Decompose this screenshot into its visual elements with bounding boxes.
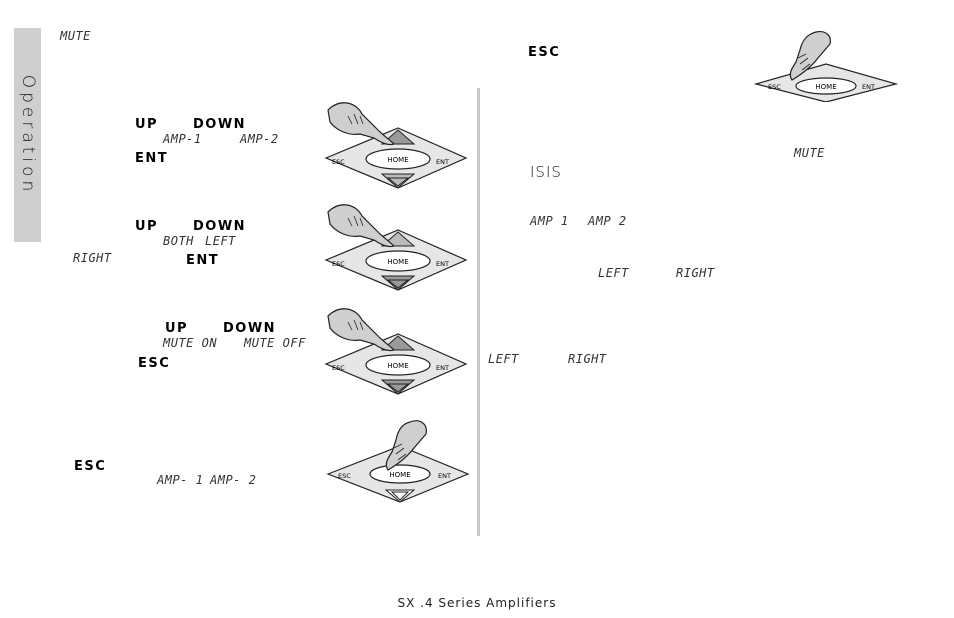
keypad-home-text: HOME xyxy=(387,156,408,164)
keypad-illustration-up: HOME ESC ENT xyxy=(318,96,468,203)
keypad-ent-text: ENT xyxy=(438,472,451,480)
keypad-home-text: HOME xyxy=(389,471,410,479)
step3-esc-label: ESC xyxy=(138,356,171,371)
section-tab-label: Operation xyxy=(17,74,38,196)
right-mute-word: MUTE xyxy=(794,146,825,160)
step2-option-right: RIGHT xyxy=(73,251,112,265)
right-left-2: LEFT xyxy=(488,352,519,366)
keypad-home-text: HOME xyxy=(387,362,408,370)
keypad-esc-text: ESC xyxy=(332,260,345,268)
step2-up-label: UP xyxy=(135,219,159,234)
step1-ent-label: ENT xyxy=(135,151,169,166)
step4-esc-label: ESC xyxy=(74,459,107,474)
right-left-1: LEFT xyxy=(598,266,629,280)
step3-option-mute-on: MUTE ON xyxy=(163,336,218,350)
keypad-esc-text: ESC xyxy=(768,83,781,91)
step2-option-both: BOTH xyxy=(163,234,194,248)
step4-option-amp2: AMP- 2 xyxy=(210,473,257,487)
column-divider xyxy=(477,88,480,536)
keypad-esc-text: ESC xyxy=(332,158,345,166)
keypad-esc-text: ESC xyxy=(332,364,345,372)
keypad-ent-text: ENT xyxy=(436,158,449,166)
right-right-1: RIGHT xyxy=(676,266,715,280)
keypad-illustration-updown: HOME ESC ENT xyxy=(318,302,468,409)
isis-brand: ISIS xyxy=(530,163,562,181)
right-esc-label: ESC xyxy=(528,45,561,60)
page-footer: SX .4 Series Amplifiers xyxy=(397,596,557,610)
step4-option-amp1: AMP- 1 xyxy=(157,473,204,487)
mute-heading: MUTE xyxy=(60,29,91,43)
step1-down-label: DOWN xyxy=(193,117,247,132)
step3-option-mute-off: MUTE OFF xyxy=(244,336,306,350)
section-tab: Operation xyxy=(14,28,41,242)
step3-down-label: DOWN xyxy=(223,321,277,336)
keypad-home-text: HOME xyxy=(387,258,408,266)
keypad-esc-text: ESC xyxy=(338,472,351,480)
keypad-ent-text: ENT xyxy=(436,260,449,268)
right-amp2: AMP 2 xyxy=(588,214,627,228)
step2-option-left: LEFT xyxy=(205,234,236,248)
right-right-2: RIGHT xyxy=(568,352,607,366)
keypad-illustration-esc: HOME ESC ENT xyxy=(322,418,472,515)
step1-option-amp1: AMP-1 xyxy=(163,132,202,146)
keypad-illustration-down: HOME ESC ENT xyxy=(318,198,468,305)
keypad-ent-text: ENT xyxy=(862,83,875,91)
step2-ent-label: ENT xyxy=(186,253,220,268)
keypad-home-text: HOME xyxy=(815,83,836,91)
keypad-illustration-esc-right: HOME ESC ENT xyxy=(752,30,902,107)
step1-option-amp2: AMP-2 xyxy=(240,132,279,146)
step1-up-label: UP xyxy=(135,117,159,132)
step3-up-label: UP xyxy=(165,321,189,336)
step2-down-label: DOWN xyxy=(193,219,247,234)
right-amp1: AMP 1 xyxy=(530,214,569,228)
keypad-ent-text: ENT xyxy=(436,364,449,372)
